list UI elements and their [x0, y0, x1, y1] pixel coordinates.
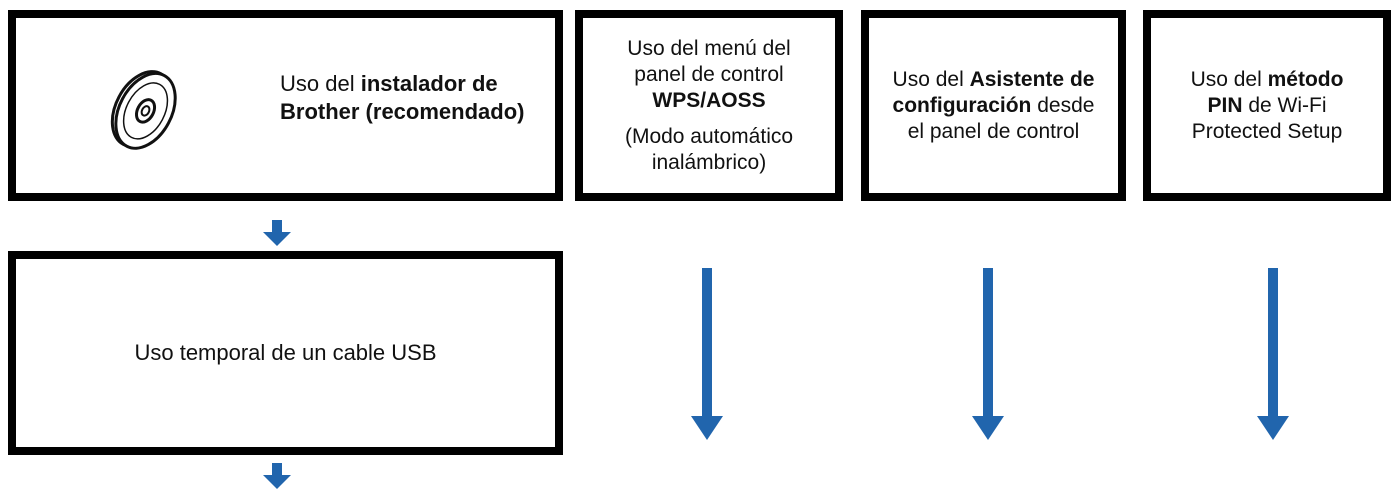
pin-bold1: método	[1267, 67, 1344, 91]
cd-disc-icon	[110, 70, 177, 150]
arrow-down-icon	[691, 268, 723, 440]
wizard-option-box: Uso del Asistente de configuración desde…	[861, 10, 1126, 201]
pin-option-box: Uso del método PIN de Wi-Fi Protected Se…	[1143, 10, 1391, 201]
installer-bold: instalador de Brother (recomendado)	[280, 71, 525, 124]
wps-line1: Uso del menú del panel de control	[627, 36, 791, 86]
arrow-down-icon	[972, 268, 1004, 440]
usb-step-box: Uso temporal de un cable USB	[8, 251, 563, 455]
installer-option-box: Uso del instalador de Brother (recomenda…	[8, 10, 563, 201]
wps-bold: WPS/AOSS	[652, 88, 766, 112]
pin-suffix: de Wi-Fi Protected Setup	[1191, 93, 1343, 143]
wizard-label: Uso del Asistente de configuración desde…	[884, 67, 1104, 145]
wps-label: Uso del menú del panel de control WPS/AO…	[599, 36, 819, 114]
pin-bold2: PIN	[1207, 93, 1243, 117]
wizard-bold: Asistente de configuración	[892, 67, 1095, 117]
installer-prefix: Uso del	[280, 71, 355, 96]
arrow-down-icon	[1257, 268, 1289, 440]
wps-option-box: Uso del menú del panel de control WPS/AO…	[575, 10, 843, 201]
pin-prefix: Uso del	[1190, 67, 1262, 91]
pin-label: Uso del método PIN de Wi-Fi Protected Se…	[1167, 67, 1367, 145]
usb-label: Uso temporal de un cable USB	[134, 340, 437, 365]
arrow-down-icon	[263, 463, 291, 489]
installer-label: Uso del instalador de Brother (recomenda…	[280, 70, 550, 126]
arrow-down-icon	[263, 220, 291, 246]
wps-note: (Modo automático inalámbrico)	[624, 124, 794, 174]
wizard-prefix: Uso del	[892, 67, 964, 91]
wizard-suffix: desde el panel de control	[907, 93, 1095, 143]
